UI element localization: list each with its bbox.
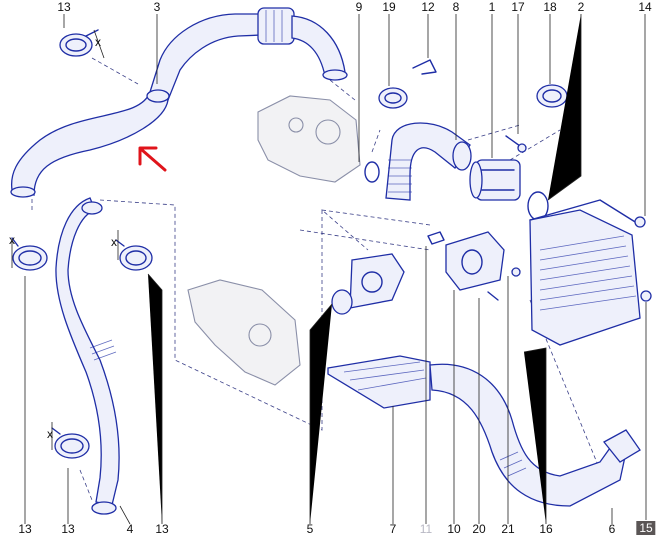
clamp-dimension-x-label-3: x [111, 235, 117, 249]
callout-top-8: 8 [452, 0, 460, 14]
callout-bottom-6: 6 [608, 522, 616, 536]
part-10-outlet-flange [445, 231, 505, 291]
clamp-top-left [59, 29, 99, 57]
part-12-spring-clip [412, 59, 437, 75]
part-9-o-ring [364, 161, 380, 183]
clamp-bottom [51, 427, 90, 459]
part-13-hose-clamps [11, 29, 153, 459]
part-18-clamp [536, 84, 568, 108]
clamp-dimension-x-label-2: x [9, 233, 15, 247]
part-19-clamp [378, 87, 408, 109]
red-annotation-arrow [138, 146, 167, 172]
part-11-gasket [427, 231, 445, 245]
callout-top-12: 12 [421, 0, 435, 14]
part-16-intercooler [529, 199, 641, 346]
callout-bottom-13a: 13 [18, 522, 32, 536]
clamp-dimension-x-label-1: x [95, 35, 101, 49]
part-14-bolt [634, 216, 646, 228]
engine-block-lower [187, 279, 301, 386]
part-5-throttle-body [331, 253, 405, 315]
callout-leader-lines [24, 14, 647, 525]
callout-bottom-13b: 13 [61, 522, 75, 536]
engine-block-upper [257, 95, 361, 183]
part-17-bolt [505, 135, 527, 153]
callout-top-1: 1 [488, 0, 496, 14]
callout-top-9: 9 [355, 0, 363, 14]
callout-top-13: 13 [57, 0, 71, 14]
callout-bottom-5: 5 [306, 522, 314, 536]
part-3-upper-intake-hose [10, 7, 348, 198]
clamp-dimension-x-label-4: x [47, 427, 53, 441]
callout-bottom-21: 21 [501, 522, 515, 536]
clamp-dimension-marks [11, 29, 119, 450]
callout-bottom-4: 4 [126, 522, 134, 536]
part-7-air-duct [327, 355, 431, 409]
part-20-bolt [487, 291, 499, 301]
callout-bottom-20: 20 [472, 522, 486, 536]
part-15-nut [640, 290, 652, 302]
callout-top-14: 14 [638, 0, 652, 14]
clamp-mid-left [11, 237, 48, 271]
part-21-nut [511, 267, 521, 277]
callout-bottom-16: 16 [539, 522, 553, 536]
callout-top-17: 17 [511, 0, 525, 14]
callout-bottom-11: 11 [419, 522, 433, 536]
part-1-air-sensor-housing [469, 159, 521, 201]
callout-bottom-13c: 13 [155, 522, 169, 536]
callout-bottom-15-highlighted[interactable]: 15 [636, 521, 656, 535]
clamp-mid-right [115, 239, 153, 271]
part-8-corrugated-pipe [385, 122, 472, 201]
callout-top-2: 2 [577, 0, 585, 14]
part-4-lower-hose [55, 197, 120, 515]
callout-top-19: 19 [382, 0, 396, 14]
callout-bottom-10: 10 [447, 522, 461, 536]
callout-top-3: 3 [153, 0, 161, 14]
callout-bottom-7: 7 [389, 522, 397, 536]
callout-top-18: 18 [543, 0, 557, 14]
